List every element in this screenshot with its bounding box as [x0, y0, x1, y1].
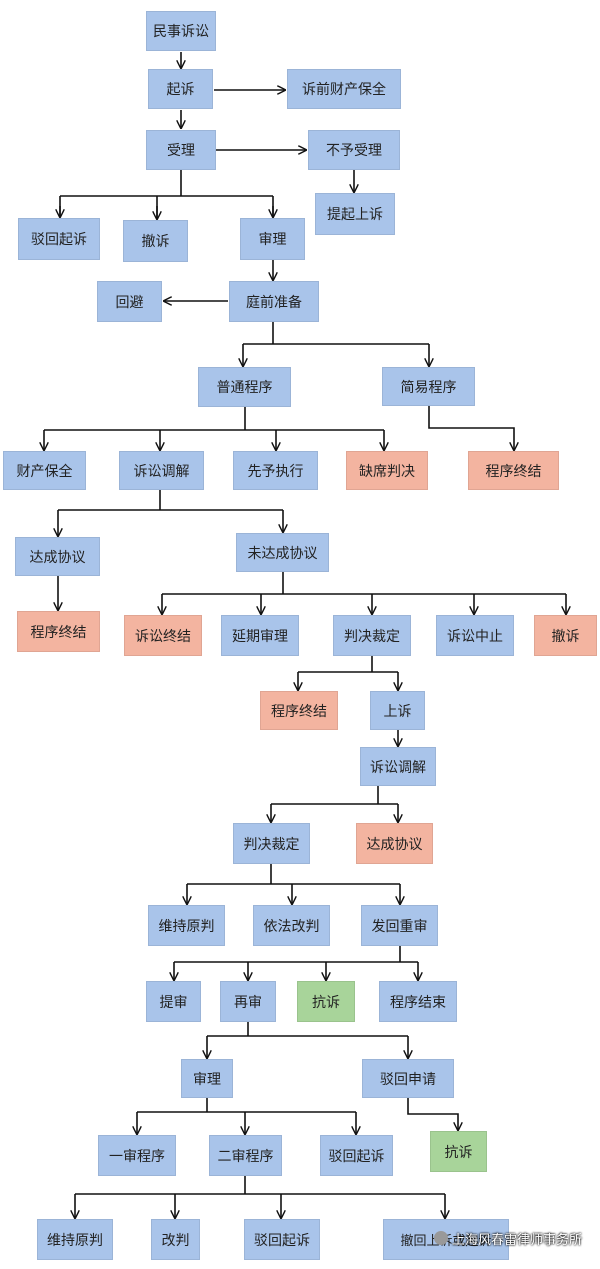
- node-bohui-qisu-2: 驳回起诉: [320, 1135, 393, 1176]
- node-chesu-1: 撤诉: [123, 220, 188, 262]
- node-chengxu-zhongjie-3: 程序终结: [260, 691, 338, 730]
- node-xianyu-zhixing: 先予执行: [233, 451, 318, 490]
- edge-fahui-fan: [174, 946, 418, 963]
- node-buyu-shouli: 不予受理: [308, 130, 400, 170]
- node-chengxu-jieshu: 程序结束: [379, 981, 457, 1022]
- node-shenli-1: 审理: [240, 218, 305, 260]
- watermark-text: 上海风春雷律师事务所: [451, 1232, 582, 1248]
- edge-bohuisq-kangsu: [407, 1098, 458, 1130]
- node-susong-tiaojie-1: 诉讼调解: [119, 451, 204, 490]
- edge-tiaojie1-fan: [58, 490, 283, 511]
- node-weichi-yuanpan-1: 维持原判: [148, 905, 225, 946]
- edge-shouli-fan: [59, 170, 274, 218]
- edge-panjue2-fan: [187, 864, 400, 885]
- node-dacheng-xieyi-1: 达成协议: [15, 537, 100, 576]
- node-ershen-chengxu: 二审程序: [209, 1135, 282, 1176]
- node-yanqi-shenli: 延期审理: [221, 615, 299, 656]
- node-gaipan: 改判: [151, 1219, 200, 1260]
- node-fahui-chongshen: 发回重审: [361, 905, 438, 946]
- node-putong-chengxu: 普通程序: [198, 367, 291, 407]
- node-kangsu-1: 抗诉: [297, 981, 355, 1022]
- node-shenli-2: 审理: [181, 1059, 233, 1098]
- node-panjue-caiding-2: 判决裁定: [233, 823, 310, 864]
- edge-zaishen-fan: [207, 1022, 408, 1037]
- node-tiqi-shangsu: 提起上诉: [315, 193, 395, 235]
- wechat-icon: [433, 1231, 448, 1245]
- node-suqian-baoquan: 诉前财产保全: [287, 69, 401, 109]
- node-susong-zhongzhi: 诉讼中止: [436, 615, 514, 656]
- edge-tingqian-fan: [243, 322, 429, 345]
- node-weichi-yuanpan-2: 维持原判: [37, 1219, 113, 1260]
- node-tishen: 提审: [146, 981, 201, 1022]
- node-susong-tiaojie-2: 诉讼调解: [360, 747, 436, 786]
- edge-panjue1-fan: [298, 656, 398, 673]
- node-dacheng-xieyi-2: 达成协议: [356, 823, 433, 864]
- node-yishen-chengxu: 一审程序: [98, 1135, 176, 1176]
- edge-shenli2-fan: [137, 1098, 356, 1113]
- edge-weidacheng-fan: [162, 572, 566, 595]
- node-bohui-qisu-3: 驳回起诉: [244, 1219, 320, 1260]
- node-zaishen: 再审: [220, 981, 276, 1022]
- edge-jianyi-zhongjie: [428, 406, 514, 450]
- edge-ershen-fan: [75, 1176, 445, 1195]
- node-tingqian-zhunbei: 庭前准备: [229, 281, 319, 322]
- node-susong-zhongjie: 诉讼终结: [124, 615, 202, 656]
- node-kangsu-2: 抗诉: [430, 1131, 487, 1172]
- node-quexi-panjue: 缺席判决: [346, 451, 428, 490]
- node-huibi: 回避: [97, 281, 162, 322]
- edge-putong-fan: [44, 407, 384, 431]
- watermark: 上海风春雷律师事务所: [433, 1227, 582, 1249]
- node-bohui-qisu-1: 驳回起诉: [18, 218, 100, 260]
- edge-tiaojie2-fan: [271, 786, 398, 805]
- node-caichan-baoquan: 财产保全: [3, 451, 86, 490]
- node-chesu-2: 撤诉: [534, 615, 597, 656]
- node-wei-dacheng-xieyi: 未达成协议: [236, 533, 329, 572]
- node-panjue-caiding-1: 判决裁定: [333, 615, 411, 656]
- node-jianyi-chengxu: 简易程序: [382, 367, 475, 406]
- node-shangsu: 上诉: [370, 691, 425, 730]
- node-bohui-shenqing: 驳回申请: [362, 1059, 454, 1098]
- node-shouli: 受理: [146, 130, 216, 170]
- node-yifa-gaipan: 依法改判: [253, 905, 330, 946]
- node-chengxu-zhongjie-1: 程序终结: [468, 451, 559, 490]
- node-minshi-susong: 民事诉讼: [146, 11, 216, 51]
- node-chengxu-zhongjie-2: 程序终结: [17, 611, 100, 652]
- node-qisu: 起诉: [148, 69, 213, 109]
